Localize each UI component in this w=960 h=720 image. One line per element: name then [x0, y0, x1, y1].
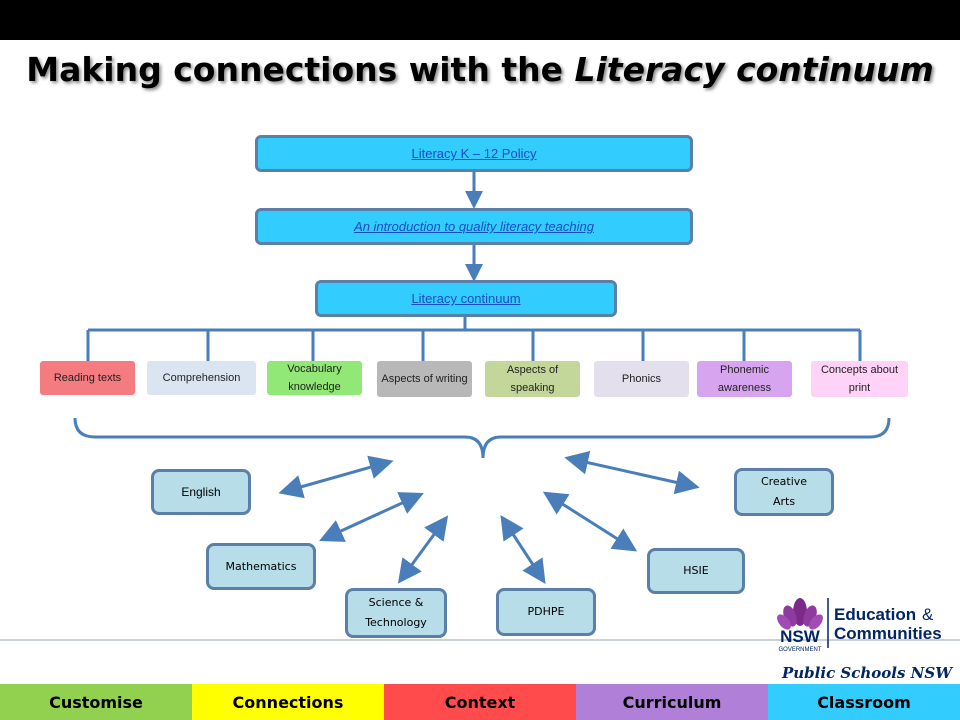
waratah-icon — [777, 598, 823, 630]
subject-creative-arts: Creative Arts — [734, 468, 834, 516]
literacy-policy-link[interactable]: Literacy K – 12 Policy — [411, 146, 537, 161]
subject-mathematics: Mathematics — [206, 543, 316, 590]
logo-education-text: Education — [834, 605, 916, 624]
top-bar — [0, 0, 960, 40]
logo-public-schools-text: Public Schools NSW — [781, 664, 954, 682]
aspect-comprehension: Comprehension — [147, 361, 256, 395]
aspect-reading-texts: Reading texts — [40, 361, 135, 395]
footer-customise[interactable]: Customise — [0, 684, 192, 720]
aspect-writing: Aspects of writing — [377, 361, 472, 397]
literacy-policy-box[interactable]: Literacy K – 12 Policy — [255, 135, 693, 172]
logo-government-text: GOVERNMENT — [778, 647, 821, 653]
subject-pdhpe: PDHPE — [496, 588, 596, 636]
literacy-continuum-box[interactable]: Literacy continuum — [315, 280, 617, 317]
footer-curriculum[interactable]: Curriculum — [576, 684, 768, 720]
literacy-continuum-link[interactable]: Literacy continuum — [411, 291, 521, 306]
aspect-vocabulary-knowledge: Vocabulary knowledge — [267, 361, 362, 395]
logo-nsw-text: NSW — [780, 627, 821, 646]
footer-context[interactable]: Context — [384, 684, 576, 720]
footer-connections[interactable]: Connections — [192, 684, 384, 720]
subject-english: English — [151, 469, 251, 515]
logo-communities-text: Communities — [834, 624, 942, 643]
title-emphasis: Literacy continuum — [574, 50, 934, 89]
aspect-phonics: Phonics — [594, 361, 689, 397]
introduction-link[interactable]: An introduction to quality literacy teac… — [354, 219, 594, 234]
aspect-phonemic-awareness: Phonemic awareness — [697, 361, 792, 397]
footer-bar: Customise Connections Context Curriculum… — [0, 684, 960, 720]
nsw-education-logo: NSW GOVERNMENT Education & Communities P… — [777, 598, 954, 682]
logo-ampersand-text: & — [922, 605, 934, 624]
footer-classroom[interactable]: Classroom — [768, 684, 960, 720]
subject-science-technology: Science & Technology — [345, 588, 447, 638]
page-title: Making connections with the Literacy con… — [0, 50, 960, 89]
introduction-box[interactable]: An introduction to quality literacy teac… — [255, 208, 693, 245]
aspect-concepts-about-print: Concepts about print — [811, 361, 908, 397]
subject-hsie: HSIE — [647, 548, 745, 594]
aspect-speaking: Aspects of speaking — [485, 361, 580, 397]
title-main: Making connections with the — [26, 50, 575, 89]
